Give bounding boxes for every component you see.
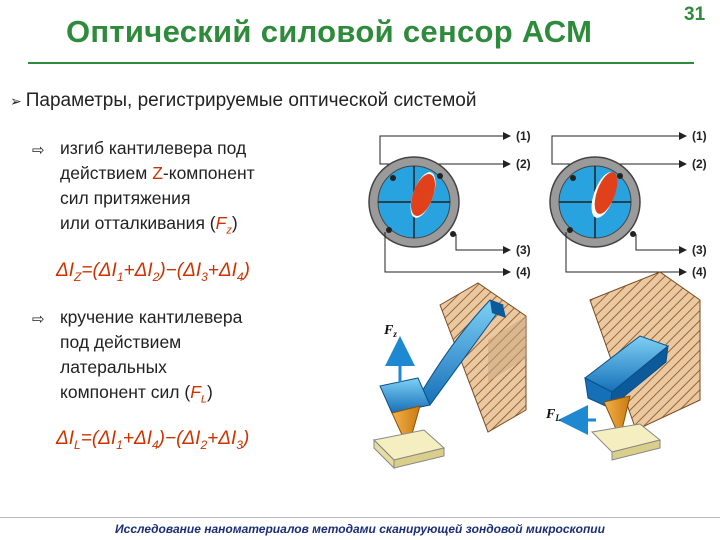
title-divider	[28, 62, 694, 64]
detector-label: (2)	[692, 157, 707, 171]
bending-line-4-suffix: )	[231, 213, 238, 233]
force-z-label: Fz	[383, 323, 397, 339]
force-l-label: FL	[545, 407, 561, 423]
formula-z: ΔIZ=(ΔI1+ΔI2)−(ΔI3+ΔI4)	[56, 260, 250, 284]
formula-l-part: +ΔI	[207, 428, 237, 449]
bending-line-2-text: действием	[60, 163, 153, 183]
hollow-arrow-icon: ⇨	[32, 311, 45, 328]
detector-label: (1)	[692, 129, 707, 143]
formula-l-sub: 4	[151, 437, 159, 452]
bending-line-2-suffix: -компонент	[162, 163, 255, 183]
formula-l-part: ΔI	[56, 428, 75, 449]
formula-l-sub: 3	[236, 437, 243, 452]
detector-label: (4)	[692, 265, 707, 279]
formula-l-part: +ΔI	[122, 428, 152, 449]
formula-z-sub: 2	[152, 269, 160, 284]
formula-l-part: )	[242, 428, 250, 449]
z-component-label: Z	[152, 163, 163, 183]
torsion-line-2: под действием	[60, 332, 182, 352]
bending-line-1: изгиб кантилевера под	[60, 138, 247, 158]
fz-subscript: z	[226, 224, 232, 237]
detector-label: (2)	[516, 157, 531, 171]
detector-label: (3)	[516, 243, 531, 257]
fl-letter: F	[190, 382, 201, 402]
photodetector-right: (1) (2) (3) (4)	[549, 129, 707, 279]
main-bullet-text: Параметры, регистрируемые оптической сис…	[25, 90, 477, 111]
footer-divider	[0, 517, 720, 518]
bending-line-4: или отталкивания (Fz)	[60, 213, 238, 237]
formula-z-part: ΔI	[56, 260, 75, 281]
arrow-bullet-icon: ➢	[10, 93, 22, 109]
force-l-subscript: L	[554, 413, 561, 423]
formula-z-part: )−(ΔI	[159, 260, 202, 281]
slide-footer: Исследование наноматериалов методами ска…	[115, 522, 605, 536]
hollow-arrow-icon: ⇨	[32, 142, 45, 159]
formula-l-part: =(ΔI	[80, 428, 117, 449]
slide-number: 31	[684, 4, 706, 25]
force-z-subscript: z	[392, 329, 397, 339]
fl-symbol: FL	[190, 382, 207, 406]
formula-l-sub: 2	[200, 437, 208, 452]
formula-z-part: )	[243, 260, 250, 281]
main-bullet: ➢Параметры, регистрируемые оптической си…	[10, 90, 476, 112]
formula-l-part: )−(ΔI	[158, 428, 201, 449]
force-z-letter: F	[383, 323, 394, 338]
fl-subscript: L	[200, 393, 208, 406]
formula-z-part: +ΔI	[207, 260, 237, 281]
bending-line-3: сил притяжения	[60, 188, 191, 208]
torsion-line-4-text: компонент сил (	[60, 382, 191, 402]
bending-line-4-text: или отталкивания (	[60, 213, 216, 233]
detector-label: (4)	[516, 265, 531, 279]
torsion-cantilever: FL	[545, 271, 701, 461]
photodetector-left: (1) (2) (3) (4)	[368, 129, 531, 279]
slide-title: Оптический силовой сенсор АСМ	[66, 14, 593, 49]
torsion-line-1: кручение кантилевера	[60, 307, 243, 327]
bending-line-2: действием Z-компонент	[60, 163, 255, 184]
formula-l-sub: 1	[116, 437, 123, 452]
formula-l-sub: L	[74, 437, 81, 452]
formula-z-sub: 3	[201, 269, 208, 284]
formula-z-sub: 1	[116, 269, 124, 284]
bending-cantilever: Fz	[372, 282, 527, 470]
formula-z-sub: Z	[74, 269, 82, 284]
torsion-line-4-suffix: )	[207, 382, 213, 402]
torsion-line-3: латеральных	[60, 357, 167, 377]
fz-symbol: Fz	[215, 213, 232, 237]
detector-label: (3)	[692, 243, 707, 257]
formula-l: ΔIL=(ΔI1+ΔI4)−(ΔI2+ΔI3)	[56, 428, 249, 452]
formula-z-part: +ΔI	[123, 260, 153, 281]
formula-z-part: =(ΔI	[81, 260, 117, 281]
fz-letter: F	[215, 213, 227, 233]
force-l-letter: F	[545, 407, 556, 422]
formula-z-sub: 4	[236, 269, 244, 284]
detector-label: (1)	[516, 129, 531, 143]
torsion-line-4: компонент сил (FL)	[60, 382, 213, 406]
